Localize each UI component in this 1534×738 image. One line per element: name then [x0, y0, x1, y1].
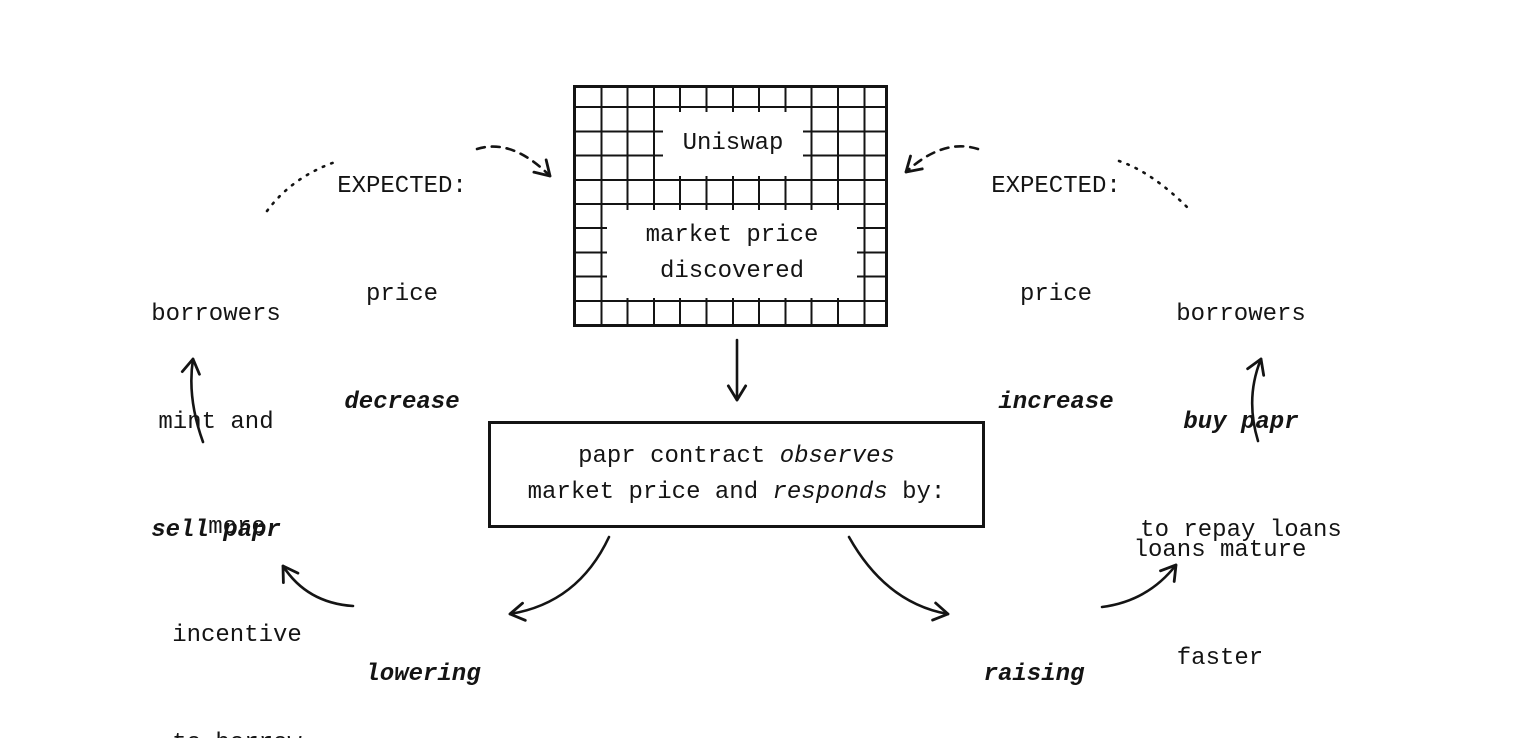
borrowers-right-line1: borrowers: [1176, 301, 1306, 328]
arrow-lowering-to-incentive: [281, 564, 355, 608]
expected-heading-right: EXPECTED:: [991, 173, 1121, 200]
loans-mature-line2: faster: [1176, 645, 1264, 672]
papr-box-line2: market price and responds by:: [528, 475, 946, 511]
arrow-contract-to-lowering: [508, 535, 611, 622]
arrow-raising-to-loans: [1100, 563, 1178, 609]
increase-word: increase: [998, 389, 1114, 416]
dashed-arrow-decrease-to-uniswap: [475, 145, 552, 178]
uniswap-label: Uniswap: [663, 112, 803, 176]
papr-box-line2-normal: market price and: [527, 478, 773, 506]
raising-word: raising: [983, 661, 1085, 688]
papr-box-line1-normal: papr contract: [578, 442, 780, 470]
papr-contract-box: papr contract observes market price and …: [488, 421, 985, 528]
more-incentive-line3: to borrow: [117, 726, 357, 738]
uniswap-market-box: Uniswap market price discovered: [573, 85, 888, 327]
borrowers-buy-papr-label: borrowers buy papr to repay loans: [1101, 225, 1381, 621]
lowering-word: lowering: [365, 661, 481, 688]
borrowers-left-line1: borrowers: [151, 301, 281, 328]
loans-mature-label: loans mature faster: [1100, 461, 1340, 738]
market-price-line: market price: [645, 222, 819, 249]
expected-heading-left: EXPECTED:: [337, 173, 467, 200]
more-incentive-label: more incentive to borrow: [117, 438, 357, 738]
lowering-rates-label: lowering rates: [303, 585, 543, 738]
observes-word: observes: [779, 442, 895, 470]
discovered-line: discovered: [659, 258, 805, 285]
arrow-contract-to-raising: [847, 535, 950, 622]
papr-box-line1: papr contract observes: [578, 439, 895, 475]
dotted-arc-sellpapr-to-decrease: [265, 159, 340, 213]
decrease-word: decrease: [344, 389, 460, 416]
buy-papr-word: buy papr: [1183, 409, 1299, 436]
dotted-arc-buypapr-to-increase: [1117, 159, 1191, 211]
borrowers-sell-papr-label: borrowers mint and sell papr: [76, 225, 356, 621]
dashed-arrow-increase-to-uniswap: [904, 145, 980, 174]
papr-box-line2-suffix: by:: [887, 478, 946, 506]
borrowers-left-line2: mint and: [158, 409, 274, 436]
responds-word: responds: [772, 478, 888, 506]
expected-price-increase-label: EXPECTED: price increase: [936, 97, 1176, 493]
more-incentive-line1: more: [208, 514, 266, 541]
more-incentive-line2: incentive: [172, 622, 302, 649]
loans-mature-line1: loans mature: [1133, 537, 1307, 564]
arrow-incentive-to-borrowers-left: [180, 357, 205, 444]
arrow-loans-to-borrowers-right: [1246, 357, 1266, 443]
price-word-right: price: [1019, 281, 1092, 308]
sell-papr-word: sell papr: [151, 517, 281, 544]
expected-price-decrease-label: EXPECTED: price decrease: [282, 97, 522, 493]
market-price-label: market price discovered: [607, 210, 857, 298]
uniswap-title: Uniswap: [682, 130, 784, 157]
price-word-left: price: [365, 281, 438, 308]
borrowers-right-line3: to repay loans: [1140, 517, 1342, 544]
raising-rates-label: raising rates: [914, 585, 1154, 738]
